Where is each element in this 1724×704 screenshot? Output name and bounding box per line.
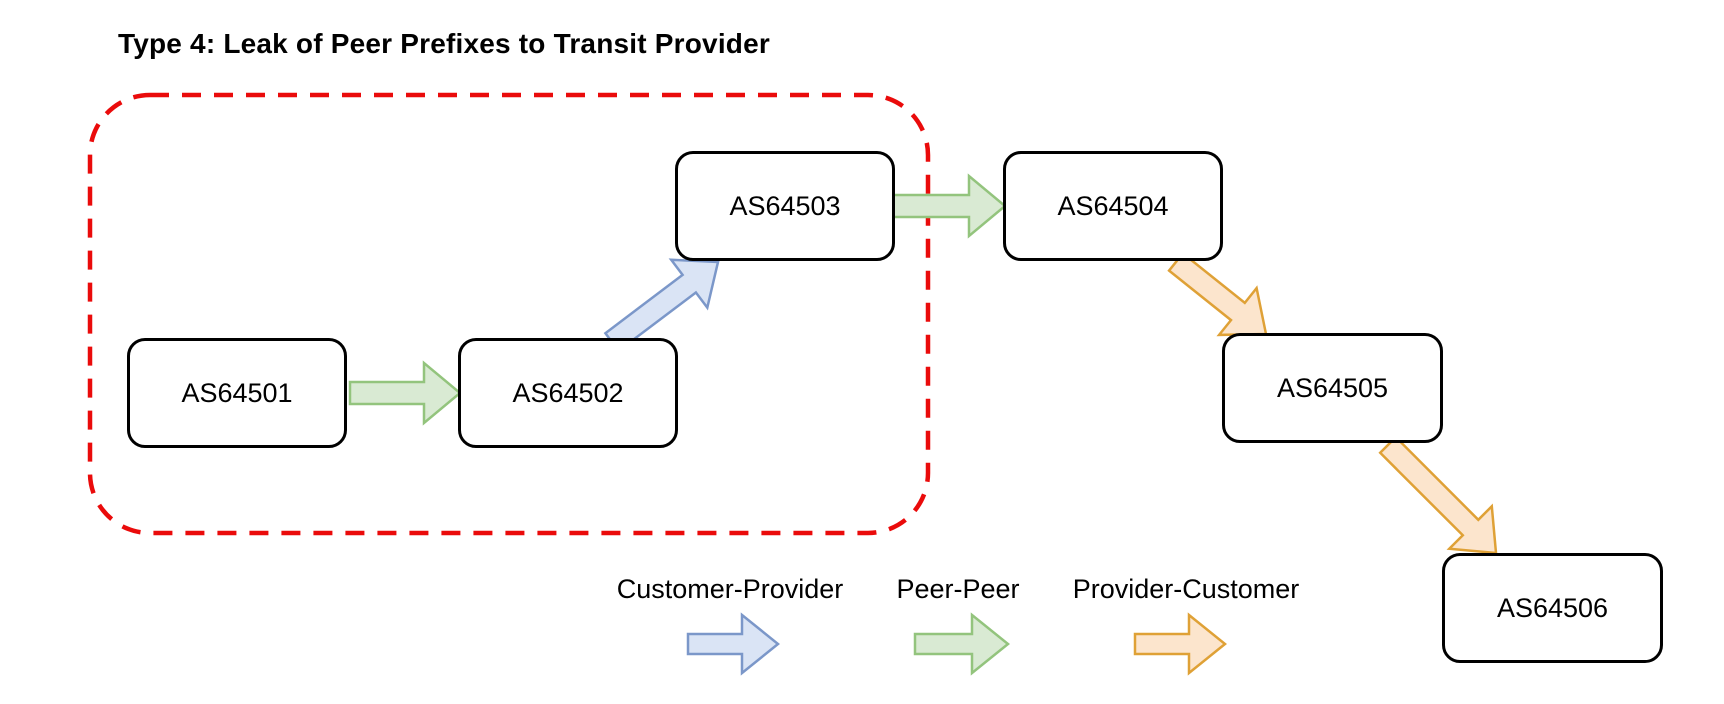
node-as64501: AS64501: [127, 338, 347, 448]
peer-peer-arrow-legend: [913, 612, 1010, 676]
peer-peer-arrow: [348, 360, 462, 426]
node-as64506: AS64506: [1442, 553, 1663, 663]
node-as64502: AS64502: [458, 338, 678, 448]
provider-customer-arrow-legend: [1133, 612, 1227, 676]
diagram-title: Type 4: Leak of Peer Prefixes to Transit…: [118, 28, 770, 59]
provider-customer-arrow: [1167, 251, 1268, 337]
customer-provider-arrow-legend: [686, 612, 780, 676]
node-as64505: AS64505: [1222, 333, 1443, 443]
node-as64504: AS64504: [1003, 151, 1223, 261]
provider-customer-arrow: [1378, 435, 1498, 555]
legend-label-customer-provider: Customer-Provider: [616, 574, 844, 604]
legend-label-provider-customer: Provider-Customer: [1072, 574, 1300, 604]
peer-peer-arrow: [891, 173, 1007, 239]
node-as64503: AS64503: [675, 151, 895, 261]
legend-label-peer-peer: Peer-Peer: [896, 574, 1020, 604]
